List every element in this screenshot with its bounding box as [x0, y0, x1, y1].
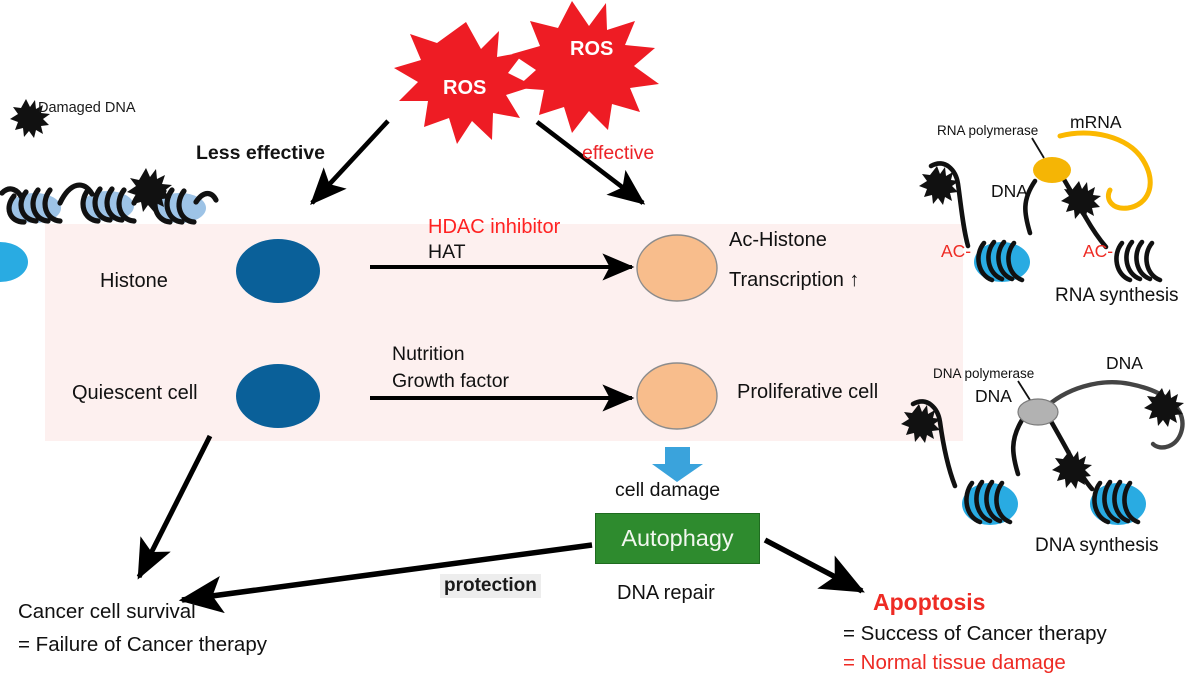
rna-synthesis-caption: RNA synthesis [1055, 285, 1179, 306]
autophagy-box[interactable]: Autophagy [595, 513, 760, 564]
ac-label-right: AC- [1083, 241, 1114, 261]
ac-histone-cell-ellipse [636, 234, 718, 302]
histone-label: Histone [100, 270, 168, 292]
proliferative-cell-label: Proliferative cell [737, 381, 879, 403]
transcription-up-label: Transcription ↑ [729, 269, 860, 291]
dna-panel-dna-top-label: DNA [1106, 353, 1143, 373]
failure-of-cancer-therapy-label: = Failure of Cancer therapy [18, 633, 267, 656]
central-pink-panel [45, 224, 963, 441]
dna-repair-label: DNA repair [617, 582, 715, 604]
dna-panel-dna-left-label: DNA [975, 386, 1012, 406]
damaged-dna-icon [10, 99, 50, 138]
rna-synthesis-illustration [0, 130, 1163, 283]
nutrition-label: Nutrition [392, 343, 465, 365]
dna-synthesis-illustration [901, 380, 1185, 525]
histone-cell-ellipse [236, 239, 320, 303]
ros-label-left: ROS [443, 77, 487, 99]
normal-tissue-damage-label: = Normal tissue damage [843, 651, 1066, 674]
mrna-label: mRNA [1070, 112, 1122, 132]
hat-label: HAT [428, 241, 466, 263]
less-effective-label: Less effective [196, 142, 325, 164]
arrow-ros-to-right [535, 120, 646, 205]
apoptosis-label: Apoptosis [873, 589, 986, 615]
cancer-cell-survival-label: Cancer cell survival [18, 600, 196, 623]
dna-synthesis-caption: DNA synthesis [1035, 535, 1159, 556]
effective-label: effective [582, 142, 655, 164]
ac-label-left: AC- [941, 241, 972, 261]
dna-polymerase-label: DNA polymerase [933, 366, 1035, 381]
ros-label-right: ROS [570, 38, 614, 60]
compact-chromatin-fiber [0, 168, 219, 225]
cell-damage-block-arrow [652, 447, 703, 482]
rna-polymerase-label: RNA polymerase [937, 123, 1039, 138]
arrow-quiescent-to-survival [136, 434, 213, 580]
ros-burst-left [394, 22, 534, 144]
quiescent-cell-ellipse [236, 364, 320, 428]
arrow-protection-to-survival [178, 542, 593, 614]
arrow-ros-to-left [310, 119, 390, 206]
rna-polymerase-ellipse [1033, 157, 1071, 183]
success-of-cancer-therapy-label: = Success of Cancer therapy [843, 622, 1107, 645]
rna-panel-dna-label: DNA [991, 181, 1028, 201]
cell-damage-label: cell damage [615, 479, 721, 501]
dna-polymerase-ellipse [1017, 398, 1059, 426]
growth-factor-label: Growth factor [392, 370, 510, 392]
autophagy-label: Autophagy [621, 525, 734, 551]
quiescent-cell-label: Quiescent cell [72, 382, 198, 404]
protection-label: protection [440, 574, 541, 598]
hdac-inhibitor-label: HDAC inhibitor [428, 216, 561, 238]
proliferative-cell-ellipse [636, 362, 718, 430]
arrow-autophagy-to-apoptosis [763, 537, 865, 594]
ros-burst-right [512, 1, 659, 133]
ac-histone-label: Ac-Histone [729, 229, 827, 251]
damaged-dna-legend-label: Damaged DNA [38, 100, 136, 116]
